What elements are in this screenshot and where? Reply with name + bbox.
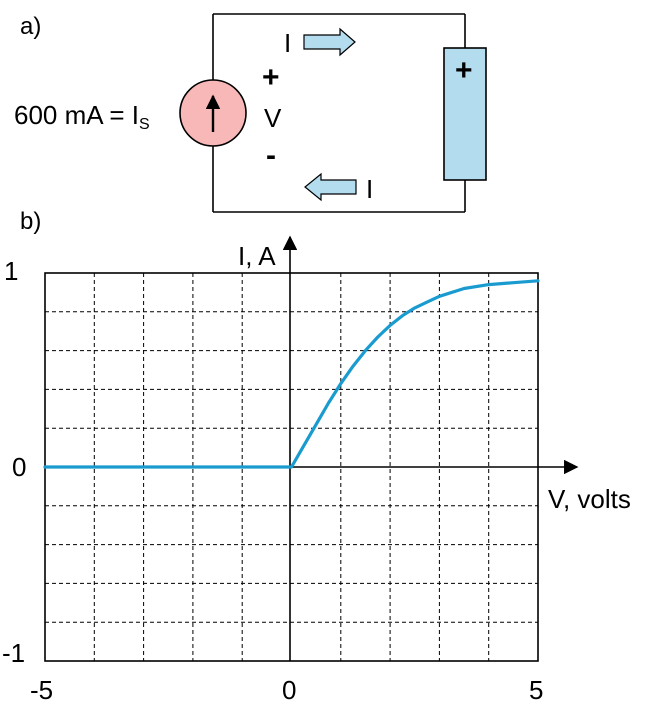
panel-a-label: a)	[20, 13, 41, 40]
y-tick-label-0: 0	[12, 452, 26, 482]
panel-b-label: b)	[20, 208, 41, 235]
voltage-plus-sign: +	[262, 61, 280, 94]
voltage-minus-sign: -	[266, 139, 276, 172]
battery-plus-sign: +	[455, 54, 473, 87]
x-axis-label: V, volts	[548, 484, 631, 514]
y-tick-label-minus-1: -1	[2, 638, 25, 668]
x-tick-label-0: 0	[282, 675, 296, 705]
circuit-diagram: a) 600 mA = IS + V - I I +	[14, 13, 487, 213]
battery-element	[443, 47, 487, 181]
current-label-bottom: I	[366, 174, 373, 204]
y-axis-label: I, A	[238, 241, 276, 271]
current-source	[179, 79, 247, 147]
chart-grid	[45, 273, 538, 661]
current-arrow-right-icon	[303, 27, 356, 57]
x-tick-label-5: 5	[529, 675, 543, 705]
iv-curve-line	[43, 279, 540, 469]
circuit-wires	[212, 13, 466, 213]
iv-chart: b) I, A V, volts 1 0 -1 -5 0 5	[2, 208, 631, 705]
y-tick-label-1: 1	[4, 256, 18, 286]
source-label: 600 mA = IS	[14, 100, 150, 133]
x-tick-label-minus-5: -5	[30, 675, 53, 705]
current-label-top: I	[284, 28, 291, 58]
voltage-label: V	[264, 103, 282, 133]
current-arrow-left-icon	[304, 172, 357, 202]
